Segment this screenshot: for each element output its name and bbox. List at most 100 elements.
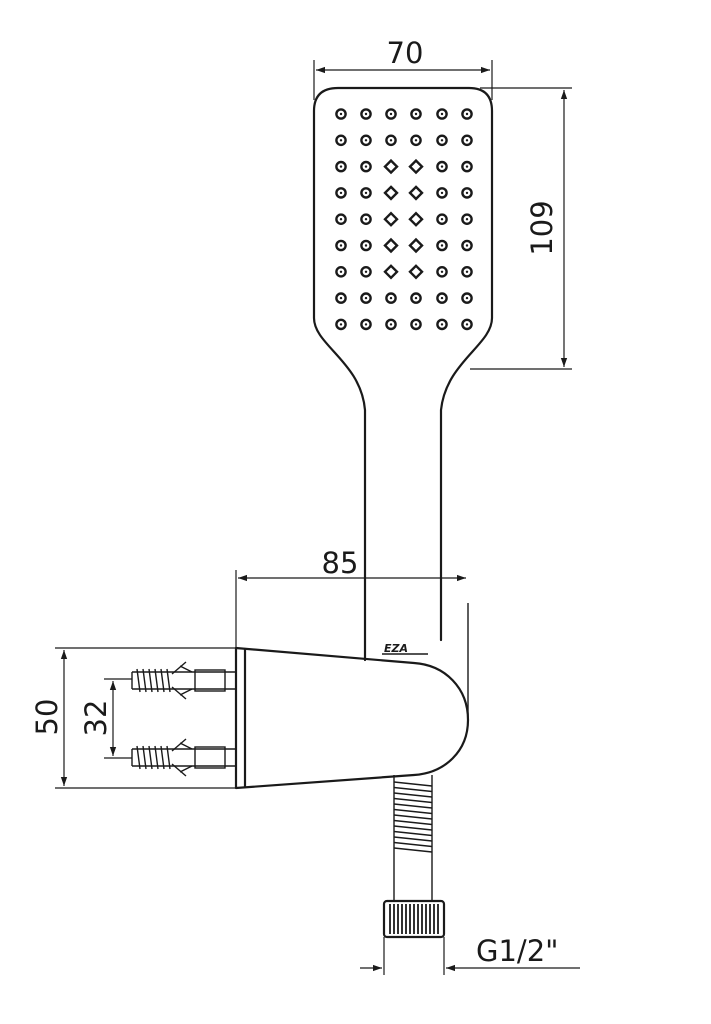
nozzle-center <box>440 270 444 273</box>
nozzle <box>461 318 473 331</box>
nozzle-center <box>339 270 343 273</box>
nozzle <box>360 239 372 252</box>
nozzle-diamond <box>383 211 399 227</box>
nozzle-center <box>364 165 368 168</box>
dimension-head-width: 70 <box>313 36 493 100</box>
nozzle <box>461 292 473 304</box>
nozzle <box>385 292 397 304</box>
nozzle-center <box>364 112 368 116</box>
hose-rib <box>393 786 433 793</box>
dimension-holder-height-label: 50 <box>30 699 64 736</box>
nozzle <box>360 318 372 331</box>
nozzle-center <box>440 165 444 168</box>
hose-rib <box>393 825 433 831</box>
nozzle <box>461 160 473 173</box>
nozzle <box>436 108 448 120</box>
nozzle <box>335 292 347 304</box>
nozzle-center <box>339 218 343 221</box>
nozzle-diamond <box>408 158 424 175</box>
nozzle <box>461 239 473 252</box>
nozzle <box>436 292 448 304</box>
wall-anchor-top <box>131 661 236 700</box>
nozzle <box>360 187 372 199</box>
wall-anchor-bottom <box>131 738 236 777</box>
nozzle-center <box>364 139 368 142</box>
nozzle-center <box>364 244 368 247</box>
hose-rib <box>393 792 433 798</box>
nozzle <box>360 134 372 147</box>
nozzle-diamond <box>408 237 424 254</box>
nozzle <box>385 108 397 120</box>
nozzle-center <box>414 323 418 326</box>
dimension-anchor-spacing-label: 32 <box>79 700 113 737</box>
nozzle <box>461 108 473 120</box>
dimension-head-width-label: 70 <box>387 36 424 70</box>
nozzle-center <box>465 218 469 221</box>
nozzle <box>461 265 473 278</box>
nozzle-center <box>339 165 343 168</box>
hose-rib <box>393 841 433 848</box>
holder-body-outline <box>234 646 470 790</box>
nozzle-center <box>465 112 469 116</box>
nozzle <box>461 187 473 199</box>
nozzle <box>436 187 448 199</box>
nozzle <box>410 134 422 147</box>
hose-rib <box>393 808 433 815</box>
nozzle-center <box>440 112 444 116</box>
nozzle-center <box>389 112 393 116</box>
hose-rib <box>393 847 433 853</box>
nozzle-diamond <box>408 264 424 280</box>
nozzle-diamond <box>383 185 399 201</box>
nozzle <box>335 134 347 147</box>
hose-rib <box>393 803 433 809</box>
nozzle-center <box>339 244 343 247</box>
nozzle-center <box>339 296 343 300</box>
nozzle <box>335 213 347 225</box>
dimension-head-height-label: 109 <box>525 200 559 255</box>
nozzle-center <box>465 244 469 247</box>
nozzle-diamond <box>408 211 424 227</box>
hose-rib <box>393 781 433 787</box>
nozzle <box>385 318 397 331</box>
nozzle-center <box>389 296 393 300</box>
nozzle-center <box>440 244 444 247</box>
hose-rib <box>393 797 433 804</box>
nozzle <box>360 292 372 304</box>
shower-head-outline <box>312 86 494 662</box>
nozzle-diamond <box>383 237 399 254</box>
nozzle-center <box>414 296 418 300</box>
nozzle <box>461 134 473 147</box>
nozzle-diamond <box>383 158 399 175</box>
dimension-holder-height: 50 <box>30 647 236 789</box>
nozzle-center <box>465 191 469 195</box>
nozzle <box>436 265 448 278</box>
nozzle <box>410 318 422 331</box>
dimension-holder-depth: 85 <box>235 546 466 648</box>
nozzle-diamond <box>383 264 399 280</box>
nozzle-diamond <box>408 185 424 201</box>
nozzle-center <box>465 139 469 142</box>
nozzle-center <box>440 139 444 142</box>
nozzle-center <box>440 323 444 326</box>
nozzle <box>436 134 448 147</box>
nozzle <box>335 239 347 252</box>
hose-rib <box>393 830 433 837</box>
dimension-anchor-spacing: 32 <box>79 678 132 759</box>
nozzle-center <box>465 323 469 326</box>
shower-hose <box>393 775 433 900</box>
nozzle-center <box>364 296 368 300</box>
nozzle-center <box>465 270 469 273</box>
hose-rib <box>393 836 433 842</box>
dimension-holder-depth-label: 85 <box>322 546 359 580</box>
nozzle-center <box>339 191 343 195</box>
nozzle-center <box>364 270 368 273</box>
nozzle-center <box>440 218 444 221</box>
nozzle-center <box>465 165 469 168</box>
nozzle <box>335 187 347 199</box>
nozzle-center <box>339 112 343 116</box>
nozzle <box>335 160 347 173</box>
nozzle-center <box>364 218 368 221</box>
nozzle <box>335 318 347 331</box>
dimension-thread-label: G1/2" <box>476 934 558 968</box>
nozzle-center <box>339 323 343 326</box>
